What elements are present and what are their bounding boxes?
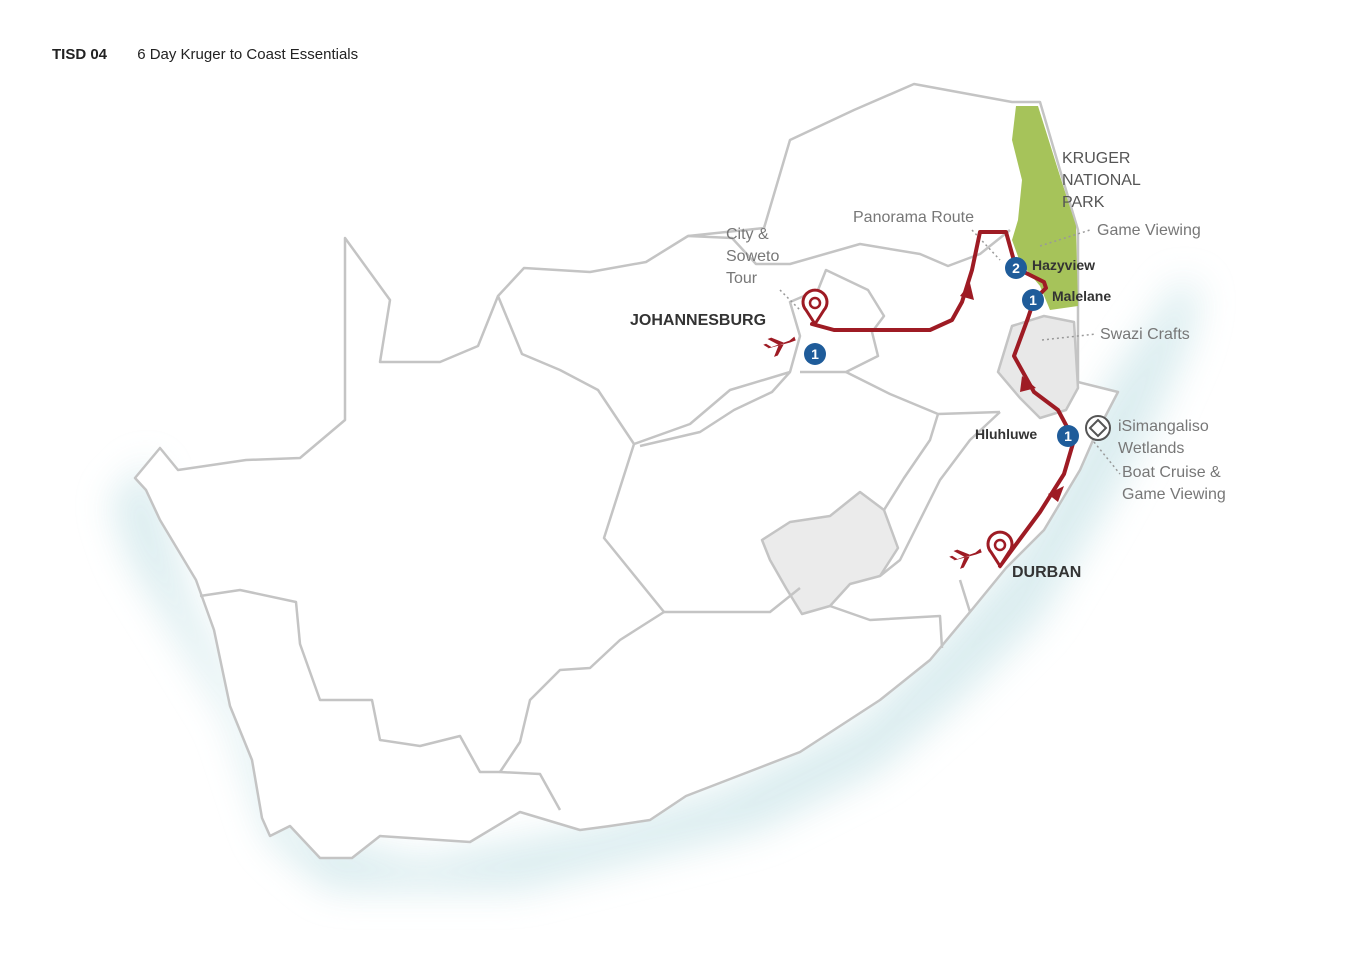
label-city-tour-1: City & <box>726 226 769 243</box>
airplane-icon <box>763 336 796 357</box>
stop-marker-hazyview: 2 <box>1005 257 1027 279</box>
label-boat-cruise-2: Game Viewing <box>1122 486 1226 503</box>
label-hluhluwe: Hluhluwe <box>975 426 1037 442</box>
map-pin-icon <box>986 530 1014 569</box>
svg-text:1: 1 <box>811 346 819 362</box>
stop-marker-johannesburg: 1 <box>804 343 826 365</box>
label-city-tour-2: Soweto <box>726 248 779 265</box>
tour-code: TISD 04 <box>52 46 108 63</box>
label-johannesburg: JOHANNESBURG <box>630 312 766 329</box>
label-malelane: Malelane <box>1052 288 1111 304</box>
label-durban: DURBAN <box>1012 564 1081 581</box>
province-borders <box>199 229 1011 811</box>
label-kruger-3: PARK <box>1062 194 1105 211</box>
stop-marker-malelane: 1 <box>1022 289 1044 311</box>
label-swazi-crafts: Swazi Crafts <box>1100 326 1190 343</box>
label-isimangaliso-2: Wetlands <box>1118 440 1184 457</box>
label-isimangaliso-1: iSimangaliso <box>1118 418 1209 435</box>
label-game-viewing: Game Viewing <box>1097 222 1201 239</box>
label-kruger-1: KRUGER <box>1062 150 1130 167</box>
map-header: TISD 04 6 Day Kruger to Coast Essentials <box>52 46 358 63</box>
label-hazyview: Hazyview <box>1032 257 1095 273</box>
tour-title: 6 Day Kruger to Coast Essentials <box>137 46 359 63</box>
stop-marker-hluhluwe: 1 <box>1057 425 1079 447</box>
kruger-park-area <box>1012 106 1078 310</box>
svg-text:2: 2 <box>1012 260 1020 276</box>
label-city-tour-3: Tour <box>726 270 758 287</box>
svg-text:1: 1 <box>1029 292 1037 308</box>
svg-text:1: 1 <box>1064 428 1072 444</box>
route-direction-arrows <box>960 283 1064 502</box>
airplane-icon <box>949 548 982 569</box>
map-pin-icon <box>801 288 829 327</box>
label-kruger-2: NATIONAL <box>1062 172 1141 189</box>
world-heritage-icon <box>1085 415 1111 441</box>
label-panorama-route: Panorama Route <box>853 209 974 226</box>
annotation-leaders <box>779 229 1121 475</box>
label-boat-cruise-1: Boat Cruise & <box>1122 464 1221 481</box>
